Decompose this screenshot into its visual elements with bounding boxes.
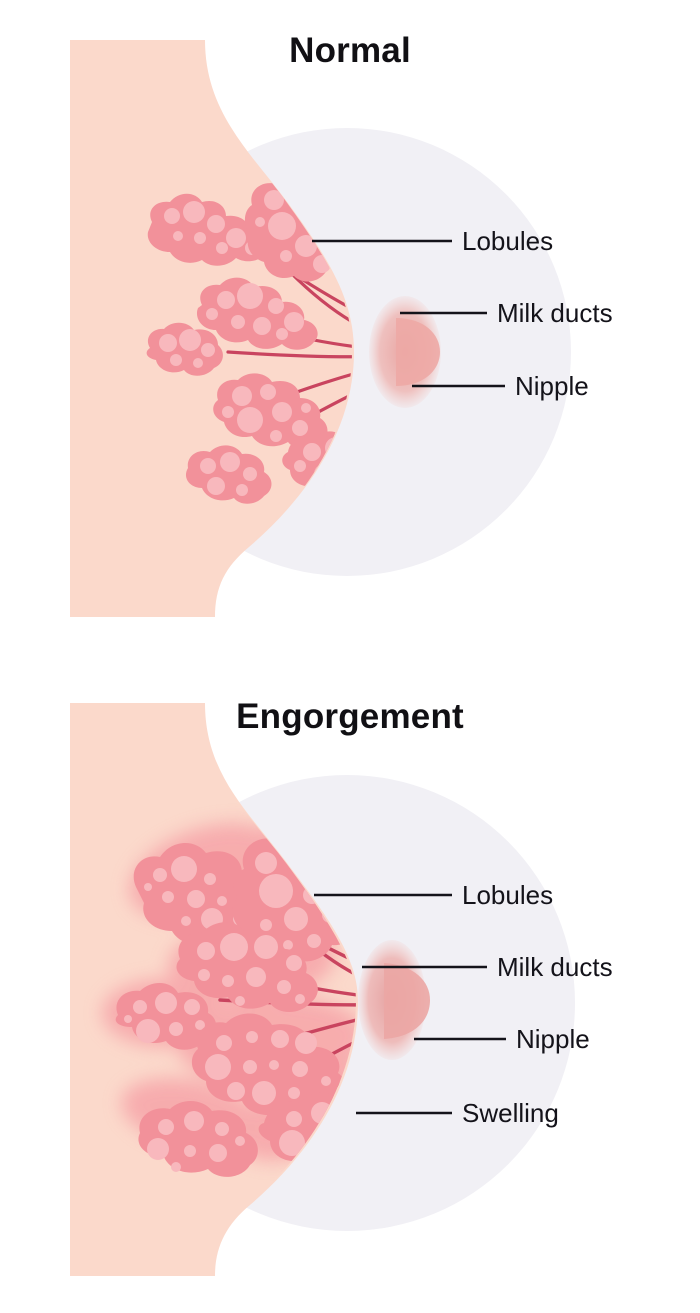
figure-title-engorgement: Engorgement bbox=[236, 697, 464, 736]
figure-title-normal: Normal bbox=[289, 31, 411, 70]
figure-engorgement: Engorgement Lobules Milk ducts Nipple Sw… bbox=[0, 663, 700, 1313]
lobule-cluster bbox=[138, 1100, 258, 1177]
lobule-cluster bbox=[115, 982, 217, 1050]
callout-label-lobules: Lobules bbox=[462, 880, 554, 910]
nipple bbox=[396, 318, 440, 386]
milk-duct bbox=[288, 270, 352, 350]
engorgement-breast-illustration bbox=[70, 703, 575, 1276]
callout-label-swelling: Swelling bbox=[462, 1098, 559, 1128]
lobule-cluster bbox=[176, 922, 318, 1012]
lobule-cluster bbox=[213, 373, 328, 450]
lobule-cluster bbox=[147, 193, 269, 266]
nipple bbox=[384, 963, 430, 1039]
callout-label-milk-ducts: Milk ducts bbox=[497, 952, 613, 982]
figure-normal: Normal Lobules Milk ducts Nipple bbox=[0, 0, 700, 650]
lobule-cluster bbox=[191, 1013, 347, 1121]
callout-label-nipple: Nipple bbox=[515, 371, 589, 401]
callout-label-lobules: Lobules bbox=[462, 226, 554, 256]
milk-duct bbox=[278, 356, 352, 400]
callout-label-nipple: Nipple bbox=[516, 1024, 590, 1054]
normal-breast-illustration bbox=[70, 40, 571, 617]
lobule-cluster bbox=[185, 445, 272, 504]
lobule-cluster bbox=[196, 277, 318, 350]
callout-label-milk-ducts: Milk ducts bbox=[497, 298, 613, 328]
milk-duct bbox=[226, 350, 352, 359]
lobule-cluster bbox=[146, 322, 223, 376]
